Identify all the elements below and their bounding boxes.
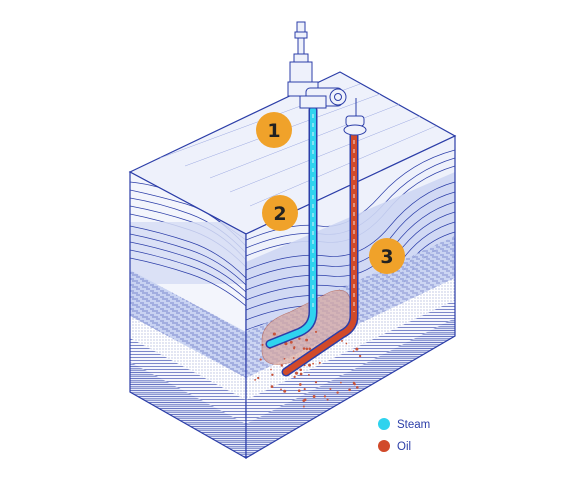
legend-item-steam: Steam — [378, 418, 430, 431]
legend: Steam Oil — [378, 418, 430, 453]
oil-droplet — [326, 398, 329, 401]
oil-droplet — [358, 354, 362, 358]
oil-droplet — [270, 368, 272, 371]
oil-droplet — [284, 342, 288, 346]
oil-droplet — [355, 347, 359, 351]
oil-droplet — [336, 391, 339, 394]
oil-droplet — [280, 364, 284, 367]
oil-droplet — [289, 340, 293, 344]
step-badge-2: 2 — [262, 195, 298, 231]
steam-injection-well — [265, 105, 318, 349]
oil-droplet — [312, 362, 314, 365]
oil-droplet — [308, 374, 310, 376]
oil-droplet — [270, 385, 274, 388]
oil-droplet — [312, 395, 316, 398]
svg-text:Oil: Oil — [397, 441, 411, 453]
oil-droplet — [314, 330, 318, 333]
oil-droplet — [318, 361, 321, 364]
earth-block — [128, 71, 457, 460]
oil-dot-icon — [378, 440, 390, 452]
oil-droplet — [299, 368, 303, 372]
oil-droplet — [345, 342, 348, 345]
production-wellhead — [343, 98, 367, 136]
legend-item-oil: Oil — [378, 440, 411, 453]
oil-droplet — [293, 347, 296, 350]
oil-droplet — [329, 387, 332, 391]
oil-droplet — [305, 338, 309, 342]
oil-droplet — [297, 389, 301, 393]
oil-droplet — [303, 388, 306, 391]
oil-droplet — [294, 371, 299, 375]
oil-droplet — [308, 363, 311, 367]
oil-droplet — [305, 347, 309, 351]
oil-droplet — [355, 386, 359, 389]
oil-droplet — [323, 395, 327, 398]
oil-droplet — [293, 375, 296, 379]
oil-droplet — [254, 379, 256, 381]
oil-droplet — [314, 381, 318, 384]
oil-droplet — [302, 405, 305, 408]
svg-text:Steam: Steam — [397, 419, 430, 431]
oil-droplet — [272, 332, 276, 336]
oil-droplet — [283, 389, 287, 393]
oil-droplet — [302, 399, 306, 402]
oil-droplet — [340, 381, 342, 384]
oil-production-well — [281, 131, 359, 377]
oil-droplet — [257, 376, 260, 380]
oil-droplet — [299, 372, 303, 376]
oil-droplet — [341, 339, 343, 342]
step-badge-3: 3 — [369, 238, 405, 274]
oil-droplet — [283, 357, 286, 360]
steam-dot-icon — [378, 418, 390, 430]
step-badge-1: 1 — [256, 112, 292, 148]
oil-droplet — [353, 383, 356, 386]
oil-droplet — [302, 347, 306, 350]
oil-droplet — [298, 383, 302, 386]
oil-droplet — [261, 343, 264, 346]
svg-text:1: 1 — [267, 120, 280, 142]
svg-text:3: 3 — [380, 246, 393, 268]
oil-droplet — [271, 373, 274, 376]
left-face — [130, 172, 246, 458]
oil-droplet — [348, 388, 351, 392]
oil-droplet — [292, 357, 295, 359]
oil-droplet — [259, 358, 262, 361]
svg-text:2: 2 — [273, 203, 286, 225]
oil-droplet — [352, 350, 355, 353]
steam-wellhead — [287, 21, 347, 109]
oil-droplet — [298, 337, 301, 340]
oil-droplet — [280, 388, 282, 391]
oil-droplet — [308, 347, 312, 351]
